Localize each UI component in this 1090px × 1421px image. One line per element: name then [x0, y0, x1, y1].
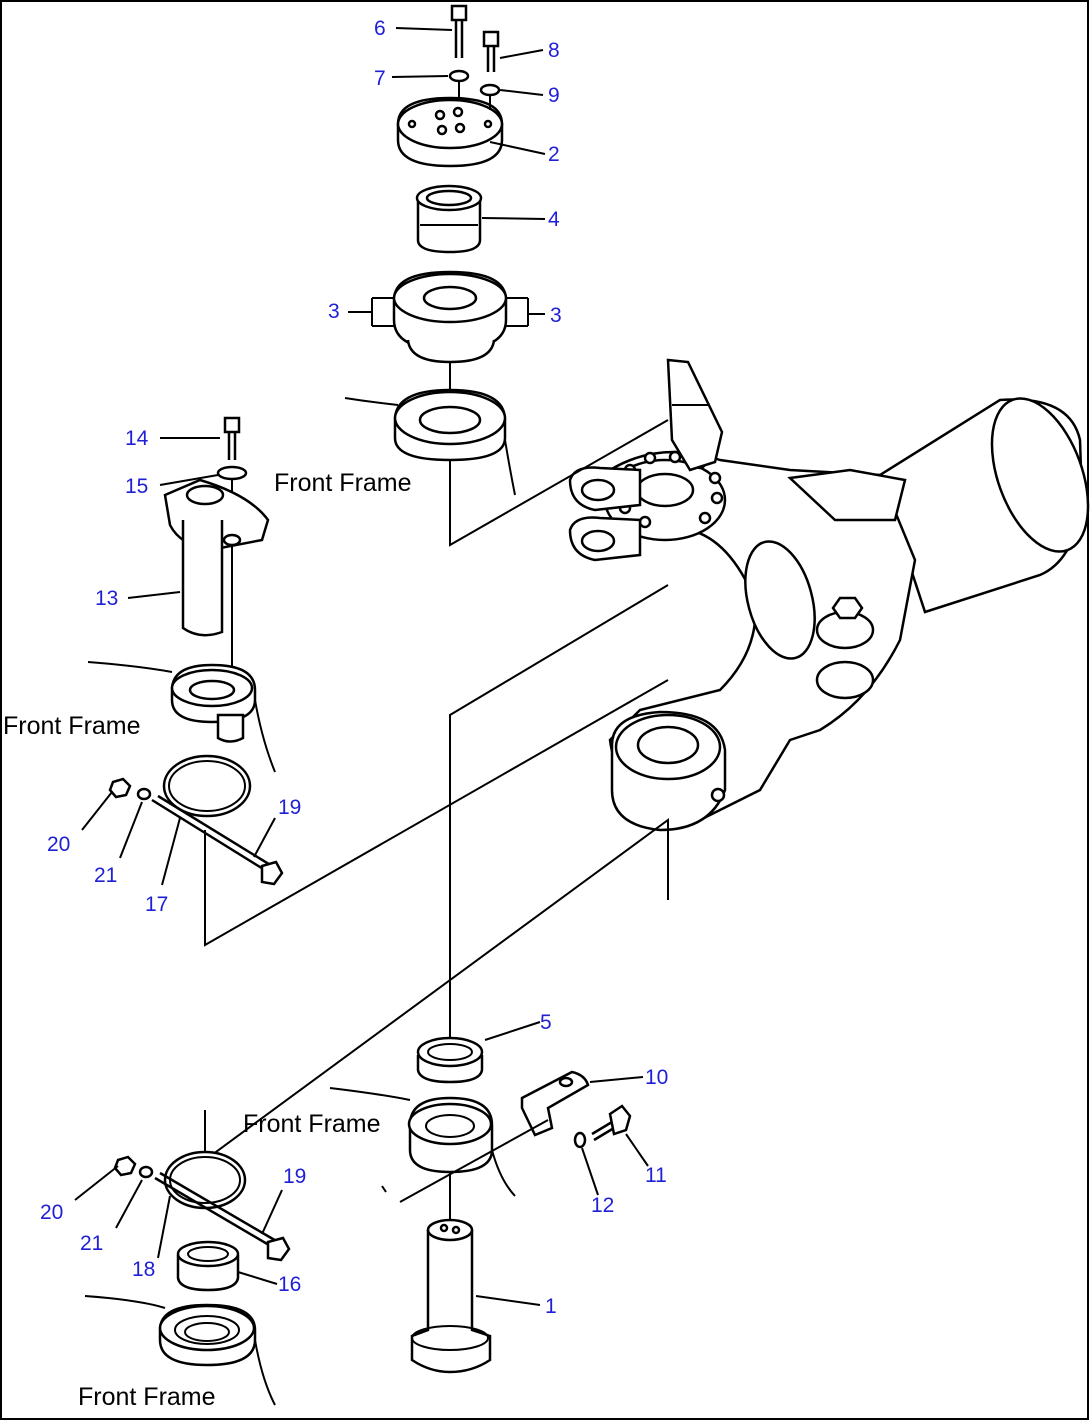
callout-13: 13	[95, 587, 118, 610]
leader-lines	[74, 27, 649, 1306]
shim-stack	[371, 270, 529, 364]
clamp-18-assembly	[113, 1150, 291, 1262]
callout-17: 17	[145, 893, 168, 916]
pin-13-assembly	[87, 416, 276, 773]
callout-11: 11	[645, 1164, 667, 1187]
lock-plate-10	[381, 1070, 632, 1203]
callout-19-lower: 19	[283, 1165, 306, 1188]
cover-plate	[396, 96, 504, 168]
exploded-guide-lines	[204, 419, 669, 1222]
callout-19-upper: 19	[278, 796, 301, 819]
callout-5: 5	[540, 1011, 552, 1034]
callout-1: 1	[545, 1295, 557, 1318]
pin-1	[410, 1218, 492, 1374]
callout-9: 9	[548, 84, 560, 107]
callout-12: 12	[591, 1194, 614, 1217]
callout-14: 14	[125, 427, 149, 450]
bushing-16	[176, 1240, 240, 1292]
upper-bolts	[448, 4, 501, 97]
callout-4: 4	[548, 208, 560, 231]
callout-18: 18	[132, 1258, 155, 1281]
axle-housing	[568, 358, 1090, 832]
callout-8: 8	[548, 39, 560, 62]
callout-3-left: 3	[328, 300, 340, 323]
front-frame-label-bottom: Front Frame	[78, 1383, 216, 1411]
front-frame-upper-boss	[344, 388, 516, 496]
front-frame-label-upper: Front Frame	[274, 469, 412, 497]
front-frame-label-center: Front Frame	[243, 1110, 381, 1138]
front-frame-label-left: Front Frame	[3, 712, 141, 740]
front-frame-lower-center-boss	[329, 1087, 516, 1197]
callout-6: 6	[374, 17, 386, 40]
front-frame-lower-left-boss	[84, 1295, 276, 1406]
callout-2: 2	[548, 143, 560, 166]
callout-21-upper: 21	[94, 864, 117, 887]
callout-21-lower: 21	[80, 1232, 103, 1255]
callout-20-lower: 20	[40, 1201, 63, 1224]
callout-labels: 6 7 8 9 2 4 3 3 14 15 13 20 21 17 19 5 1…	[40, 17, 668, 1318]
callout-10: 10	[645, 1066, 668, 1089]
clamp-17-assembly	[108, 754, 284, 886]
callout-3-right: 3	[550, 304, 562, 327]
callout-7: 7	[374, 67, 386, 90]
bushing-upper	[415, 184, 483, 254]
callout-15: 15	[125, 475, 148, 498]
frame-labels: Front Frame Front Frame Front Frame Fron…	[3, 469, 412, 1411]
callout-20-upper: 20	[47, 833, 70, 856]
callout-16: 16	[278, 1273, 301, 1296]
seal-5	[416, 1036, 484, 1084]
